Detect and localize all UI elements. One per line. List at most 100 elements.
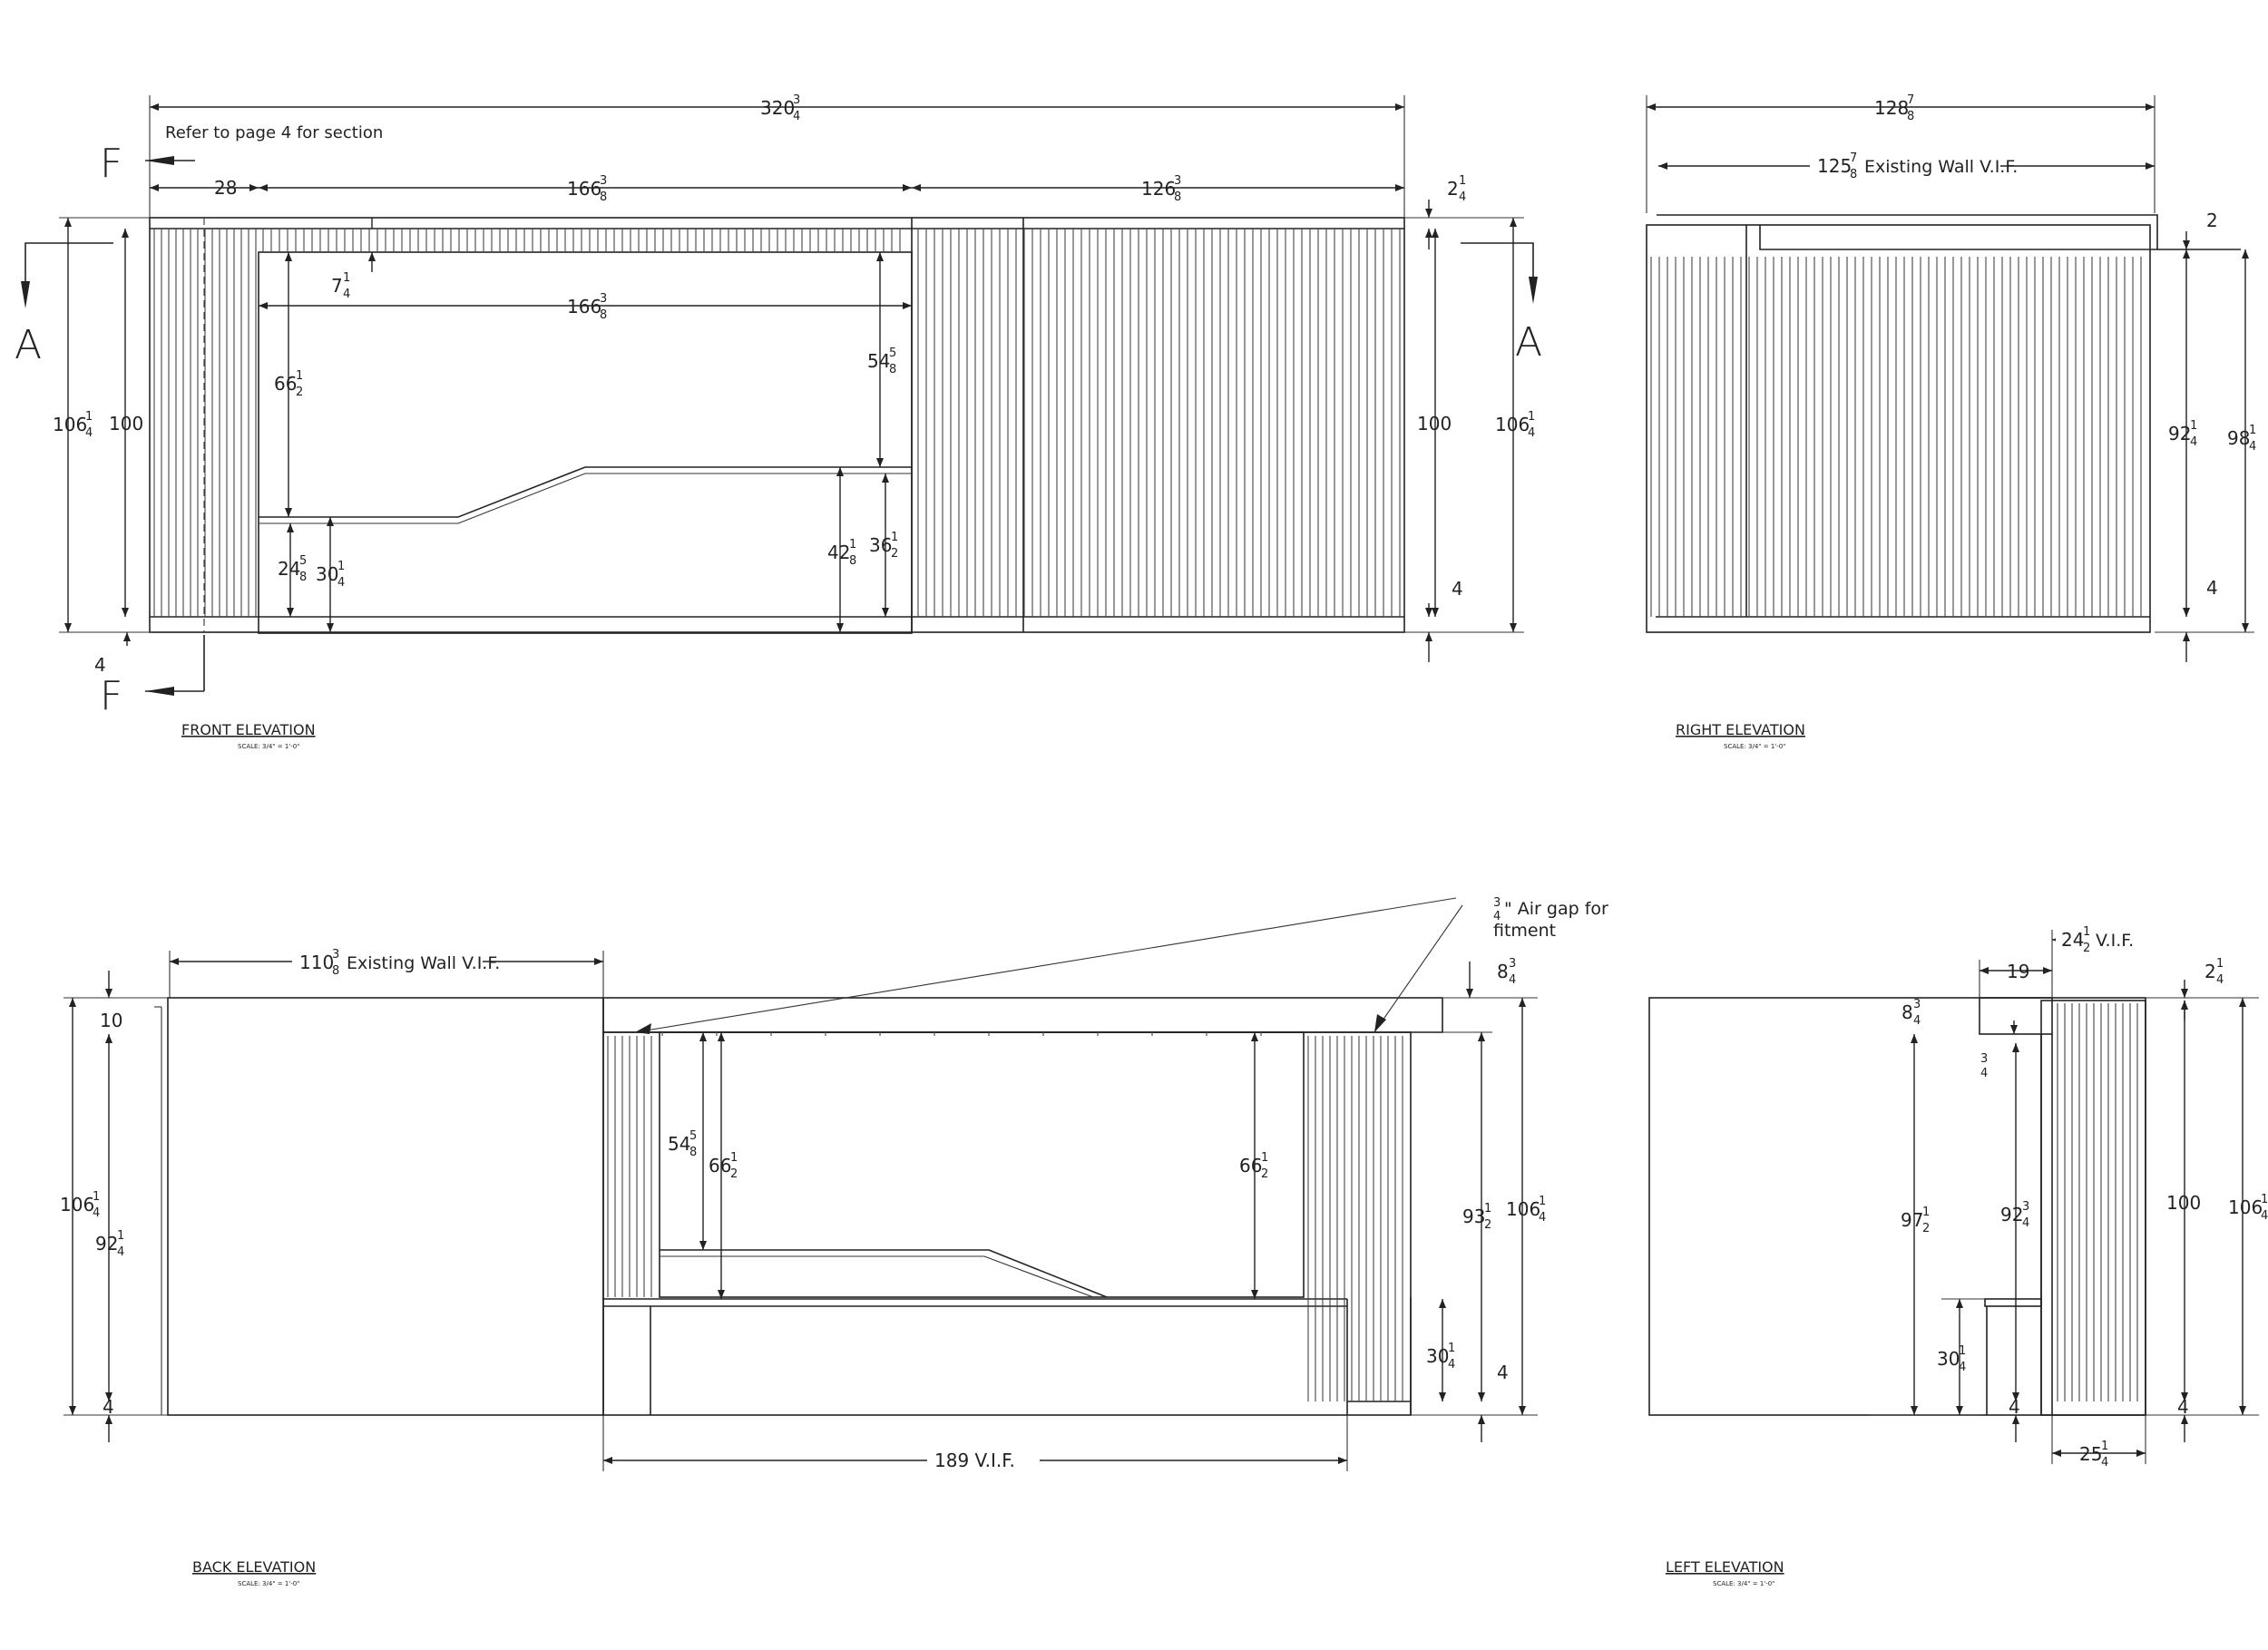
svg-text:320: 320: [760, 97, 795, 119]
section-marker-a-left: A: [15, 322, 42, 368]
svg-text:8: 8: [1174, 190, 1181, 204]
dim-66-half: 66 1 2: [274, 369, 303, 399]
svg-text:2: 2: [730, 1167, 738, 1181]
svg-text:4: 4: [1493, 910, 1501, 923]
dim-left-19: 19: [2007, 961, 2029, 982]
front-elevation-title: FRONT ELEVATION: [181, 721, 316, 738]
dim-left-top-2: 2 1 4: [2204, 957, 2224, 987]
back-top-cap: [602, 997, 1443, 1033]
dim-back-93: 93 1 2: [1462, 1202, 1491, 1232]
back-slats-left: [607, 1036, 652, 1297]
svg-text:92: 92: [2168, 423, 2191, 444]
back-counter-slope: [660, 1249, 1108, 1298]
svg-text:4: 4: [1448, 1358, 1455, 1372]
dim-left-100: 100: [2166, 1192, 2201, 1214]
svg-text:97: 97: [1901, 1209, 1923, 1231]
leader-arrow-icon: [635, 1023, 651, 1034]
svg-text:106: 106: [60, 1194, 94, 1216]
dim-left-25: 25 1 4: [2079, 1440, 2108, 1469]
dim-left-base-4-a: 4: [2009, 1396, 2020, 1418]
front-outline: [149, 217, 1405, 633]
svg-text:5: 5: [889, 347, 896, 360]
svg-text:3: 3: [332, 948, 339, 962]
svg-text:42: 42: [827, 542, 850, 563]
svg-text:106: 106: [2228, 1196, 2263, 1218]
svg-text:4: 4: [1959, 1361, 1966, 1374]
dim-back-base-4-right: 4: [1497, 1362, 1509, 1383]
svg-text:1: 1: [2216, 957, 2224, 971]
dim-126: 126 3 8: [1141, 174, 1181, 204]
back-slats-right: [1307, 1036, 1403, 1401]
svg-text:4: 4: [2101, 1456, 2108, 1469]
back-slats-top: [661, 1032, 1262, 1036]
front-elevation-scale: SCALE: 3/4" = 1'-0": [238, 743, 299, 750]
section-marker-f-top: F: [100, 141, 122, 187]
svg-text:3: 3: [1174, 174, 1181, 188]
dim-30-quarter: 30 1 4: [316, 560, 345, 590]
svg-text:126: 126: [1141, 178, 1176, 200]
dim-back-30: 30 1 4: [1426, 1342, 1455, 1372]
dim-7-quarter: 7 1 4: [331, 271, 350, 301]
section-marker-a-right: A: [1515, 319, 1542, 366]
dim-189-vif: 189 V.I.F.: [927, 1449, 1040, 1474]
svg-text:189 V.I.F.: 189 V.I.F.: [934, 1450, 1015, 1471]
svg-text:8: 8: [689, 1146, 697, 1159]
svg-text:66: 66: [709, 1155, 731, 1176]
left-top-cap: [1979, 997, 2053, 1035]
left-outline: [1648, 997, 2146, 1416]
svg-text:2: 2: [2204, 961, 2216, 982]
svg-text:106: 106: [53, 414, 87, 435]
section-arrow-icon: [145, 687, 174, 696]
svg-text:30: 30: [316, 563, 338, 585]
section-cut-line: [24, 242, 113, 281]
front-counter-top: [259, 466, 912, 518]
svg-text:8: 8: [1907, 110, 1914, 123]
svg-text:5: 5: [689, 1129, 697, 1143]
svg-text:1: 1: [296, 369, 303, 383]
dim-base-4-left: 4: [94, 654, 106, 676]
svg-text:fitment: fitment: [1493, 921, 1556, 941]
dim-back-92-left: 92 1 4: [95, 1229, 124, 1259]
dim-36-half: 36 1 2: [869, 531, 898, 561]
svg-text:4: 4: [2022, 1216, 2029, 1230]
svg-text:1: 1: [117, 1229, 124, 1243]
svg-text:54: 54: [668, 1133, 690, 1155]
svg-text:92: 92: [2000, 1204, 2023, 1225]
dim-100-left: 100: [109, 413, 143, 434]
front-slats-top: [262, 229, 901, 252]
svg-text:8: 8: [332, 964, 339, 978]
dim-left-8: 8 3 4: [1901, 998, 1921, 1028]
dim-overall-width: 320 3 4: [760, 93, 800, 123]
svg-text:3: 3: [793, 93, 800, 107]
svg-text:4: 4: [1509, 973, 1516, 987]
dim-base-4-right: 4: [1452, 578, 1463, 600]
svg-text:" Air gap for: " Air gap for: [1504, 899, 1608, 919]
svg-text:166: 166: [567, 178, 601, 200]
svg-text:110: 110: [299, 952, 334, 973]
left-slats: [2057, 1003, 2138, 1401]
dim-back-66-b: 66 1 2: [1239, 1151, 1268, 1181]
dim-106-left: 106 1 4: [53, 410, 93, 440]
svg-text:3: 3: [1913, 998, 1921, 1011]
svg-text:4: 4: [2190, 435, 2197, 449]
svg-text:3: 3: [1980, 1052, 1988, 1066]
svg-text:36: 36: [869, 534, 892, 556]
front-slats-right: [917, 229, 1401, 617]
svg-text:1: 1: [2249, 424, 2256, 437]
svg-text:2: 2: [1261, 1167, 1268, 1181]
svg-text:7: 7: [1907, 93, 1914, 107]
svg-text:106: 106: [1495, 414, 1530, 435]
svg-text:8: 8: [1901, 1001, 1913, 1023]
svg-text:2: 2: [1447, 178, 1459, 200]
back-elevation-title: BACK ELEVATION: [192, 1558, 316, 1576]
left-elevation-scale: SCALE: 3/4" = 1'-0": [1713, 1580, 1774, 1587]
svg-text:4: 4: [2216, 973, 2224, 987]
svg-text:166: 166: [567, 296, 601, 317]
section-arrow-icon: [145, 156, 174, 165]
svg-text:1: 1: [1539, 1195, 1546, 1208]
dim-right-98: 98 1 4: [2227, 424, 2256, 454]
section-reference-note: Refer to page 4 for section: [165, 123, 383, 142]
svg-text:1: 1: [1528, 410, 1535, 424]
dim-back-106-right: 106 1 4: [1506, 1195, 1546, 1225]
dim-right-base-4: 4: [2206, 577, 2218, 599]
